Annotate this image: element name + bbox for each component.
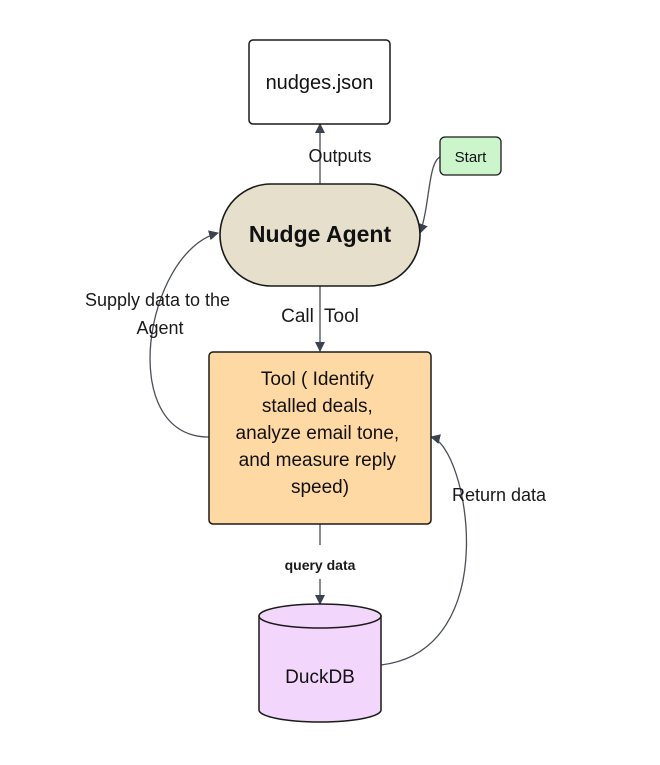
database-cylinder-body <box>258 615 382 723</box>
output-file-label: nudges.json <box>266 72 374 94</box>
output-file-node: nudges.json <box>248 39 391 125</box>
database-cylinder-top <box>258 603 382 629</box>
database-node: DuckDB <box>258 603 382 723</box>
start-node: Start <box>439 136 502 176</box>
tool-node: Tool ( Identify stalled deals, analyze e… <box>208 351 432 525</box>
agent-label: Nudge Agent <box>249 221 392 247</box>
start-connector <box>418 156 441 234</box>
tool-label: Tool ( Identify stalled deals, analyze e… <box>236 369 405 498</box>
query-data-label-backdrop <box>272 552 368 574</box>
call-tool-edge-label: Call Tool <box>281 306 359 327</box>
agent-node: Nudge Agent <box>219 183 421 287</box>
return-data-edge-label: Return data <box>452 485 547 505</box>
supply-data-edge-label: Supply data to the Agent <box>85 290 235 338</box>
outputs-edge-label: Outputs <box>308 146 371 166</box>
start-label: Start <box>455 149 488 166</box>
database-label: DuckDB <box>285 667 355 688</box>
query-data-edge-label: query data <box>285 557 356 573</box>
supply-data-connector <box>149 230 219 438</box>
return-data-connector <box>380 434 468 666</box>
